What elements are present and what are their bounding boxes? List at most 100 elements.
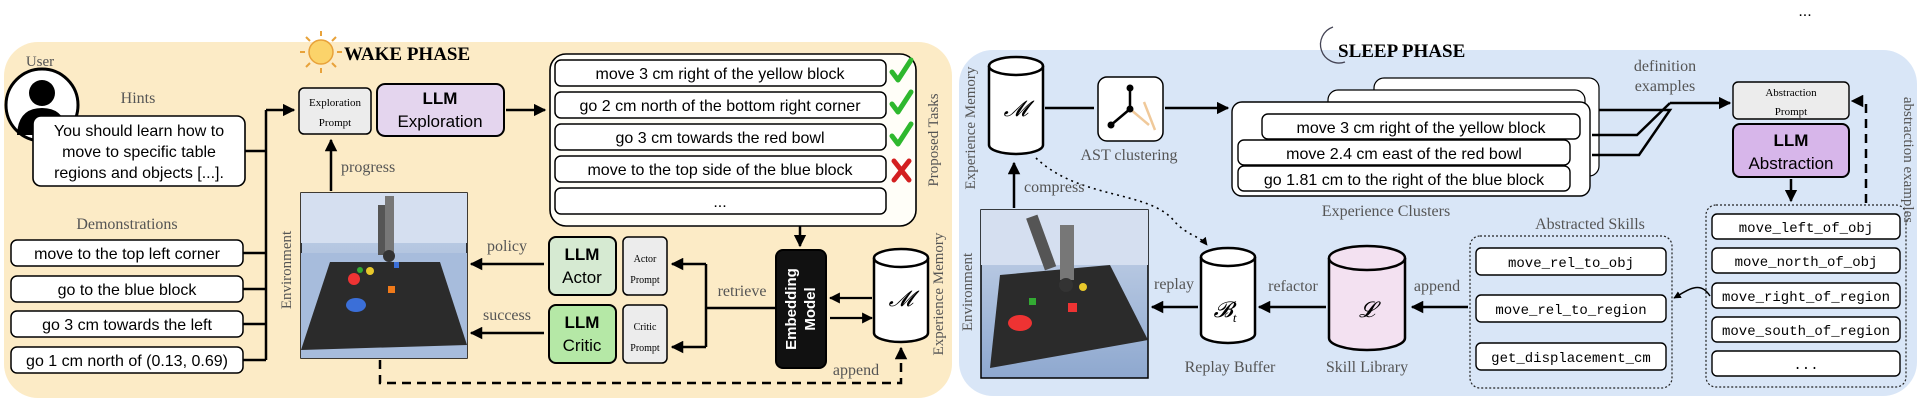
skill-library-cylinder — [1327, 244, 1407, 352]
sun-icon — [300, 31, 342, 73]
abstracted-skills-panel — [1469, 235, 1673, 389]
cluster-item-text: go 1.81 cm to the right of the blue bloc… — [1264, 172, 1545, 189]
experience-memory-cylinder — [872, 247, 930, 344]
progress-label: progress — [341, 159, 395, 176]
cluster-item-text: move 2.4 cm east of the red bowl — [1286, 146, 1522, 163]
task-text: move 3 cm right of the yellow block — [596, 66, 846, 83]
cluster-item-box — [1237, 165, 1571, 192]
experience-memory-label: Experience Memory — [931, 232, 947, 355]
hints-label: Hints — [121, 90, 156, 107]
actor-prompt-text: Prompt — [630, 275, 660, 286]
success-label: success — [483, 307, 531, 324]
abstracted-skill-box — [1475, 294, 1667, 323]
task-text: move to the top side of the blue block — [587, 162, 853, 179]
task-box — [554, 187, 887, 215]
policy-label: policy — [487, 238, 527, 255]
abstracted-skill-text: move_rel_to_obj — [1508, 256, 1634, 272]
candidate-skill-box — [1711, 316, 1901, 343]
demo-text: go 3 cm towards the left — [42, 317, 212, 334]
candidate-skill-text: move_north_of_obj — [1735, 255, 1878, 271]
hint-line: regions and objects [...]. — [54, 165, 224, 182]
llm-abstraction-box — [1732, 123, 1850, 178]
candidate-skill-box — [1711, 213, 1901, 240]
critic-label: Critic — [563, 336, 602, 355]
user-label: User — [26, 54, 54, 70]
embedding-model-label: Embedding — [783, 268, 800, 350]
definition-examples-label: definition — [1634, 58, 1696, 75]
critic-prompt-text: Critic — [634, 322, 657, 333]
critic-prompt-text: Prompt — [630, 343, 660, 354]
llm-actor-box — [548, 236, 617, 296]
actor-label: Actor — [562, 268, 602, 287]
abstraction-prompt-text: Abstraction — [1765, 87, 1817, 99]
candidate-skill-text: move_left_of_obj — [1739, 221, 1873, 237]
actor-prompt-box — [622, 236, 668, 296]
hint-line: You should learn how to — [54, 123, 224, 140]
critic-prompt-box — [622, 304, 668, 364]
llm-critic-box — [548, 304, 617, 364]
ellipsis: ... — [1798, 3, 1811, 20]
environment-label: Environment — [279, 230, 295, 309]
replay-buffer-label: Replay Buffer — [1185, 359, 1276, 376]
experience-memory-label: Experience Memory — [963, 66, 979, 189]
retrieve-label: retrieve — [718, 283, 767, 300]
abstracted-skill-text: get_displacement_cm — [1491, 351, 1651, 367]
task-box — [554, 91, 887, 119]
wake-phase-title: WAKE PHASE — [344, 44, 470, 65]
candidate-skill-text: ... — [1793, 358, 1818, 374]
demo-text: go 1 cm north of (0.13, 0.69) — [26, 353, 228, 370]
dashed-abstraction-examples-arrow — [1850, 94, 1868, 203]
cluster-item-box — [1237, 139, 1571, 166]
hint-line: move to specific table — [62, 144, 216, 161]
abstracted-skill-box — [1475, 342, 1667, 371]
abstraction-prompt-text: Prompt — [1775, 106, 1807, 118]
sleep-phase-panel — [959, 50, 1917, 396]
check-icon — [889, 57, 914, 83]
curved-arrow — [1673, 286, 1711, 299]
embedding-model-label: Model — [802, 287, 819, 330]
append-label: append — [833, 362, 879, 379]
definition-examples-label: examples — [1635, 78, 1695, 95]
llm-label: LLM — [565, 245, 600, 264]
llm-label: LLM — [565, 313, 600, 332]
task-text: ... — [713, 194, 726, 211]
cluster-item-box — [1261, 113, 1581, 140]
check-icon — [889, 89, 914, 115]
compress-label: compress — [1024, 179, 1084, 196]
abstraction-label: Abstraction — [1748, 154, 1833, 173]
candidate-skills-panel — [1705, 204, 1907, 388]
task-box — [554, 155, 887, 183]
ast-clustering-label: AST clustering — [1080, 147, 1177, 164]
abstracted-skill-text: move_rel_to_region — [1495, 303, 1646, 319]
task-text: go 3 cm towards the red bowl — [616, 130, 825, 147]
llm-label: LLM — [423, 89, 458, 108]
robot-environment-image — [300, 192, 468, 359]
llm-exploration-box — [376, 83, 505, 137]
definition-examples-connectors — [1592, 96, 1732, 157]
dotted-memory-to-buffer — [1035, 157, 1208, 246]
task-text: go 2 cm north of the bottom right corner — [579, 98, 861, 115]
replay-buffer-cylinder — [1199, 246, 1257, 345]
demonstrations-label: Demonstrations — [76, 216, 177, 233]
llm-label: LLM — [1774, 131, 1809, 150]
robot-environment-image — [980, 209, 1149, 379]
environment-label: Environment — [960, 252, 976, 331]
task-box — [554, 123, 887, 151]
refactor-label: refactor — [1268, 278, 1318, 295]
candidate-skill-text: move_right_of_region — [1722, 290, 1890, 306]
cross-icon — [891, 158, 912, 183]
abstraction-examples-label: abstraction examples — [1900, 97, 1916, 223]
exploration-prompt-box — [298, 87, 372, 135]
candidate-skill-box — [1711, 350, 1901, 377]
skill-library-label: Skill Library — [1326, 359, 1408, 376]
candidate-skill-box — [1711, 247, 1901, 274]
input-connectors — [243, 103, 296, 362]
candidate-skill-box — [1711, 282, 1901, 309]
retrieve-connectors — [670, 257, 776, 354]
demo-text: move to the top left corner — [34, 246, 221, 263]
task-box — [554, 59, 887, 87]
ast-clustering-icon — [1097, 76, 1164, 142]
replay-label: replay — [1154, 276, 1194, 293]
sleep-phase-title: SLEEP PHASE — [1338, 41, 1465, 62]
